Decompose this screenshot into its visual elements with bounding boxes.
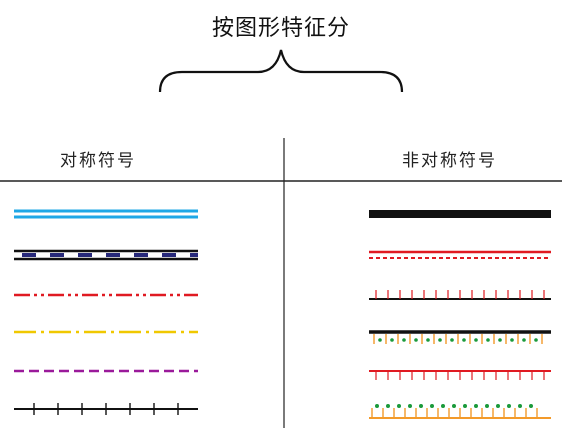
dot-mark [426,338,430,342]
dot-mark [486,338,490,342]
curly-brace [158,49,404,93]
dot-mark [430,404,434,408]
asymmetric-symbols-header: 非对称符号 [402,151,497,171]
dot-mark [496,404,500,408]
dot-mark [438,338,442,342]
dot-mark [510,338,514,342]
dot-mark [390,338,394,342]
dot-mark [402,338,406,342]
dot-mark [485,404,489,408]
dot-mark [397,404,401,408]
symbol-cyan-double-line [14,209,198,219]
symbol-black-double-line-navy-dashes [14,249,198,261]
dot-mark [378,338,382,342]
dot-mark [375,404,379,408]
dot-mark [408,404,412,408]
dot-mark [534,338,538,342]
dot-mark [474,404,478,408]
diagram-title: 按图形特征分 [211,16,350,41]
symbol-red-solid-over-dotted-line [369,250,551,259]
dot-mark [452,404,456,408]
dot-mark [518,404,522,408]
dot-mark [462,338,466,342]
dot-mark [450,338,454,342]
symmetric-symbols-header: 对称符号 [60,151,136,171]
dot-mark [441,404,445,408]
symbol-black-line-orange-ticks-green-dots [369,330,551,344]
symbol-black-line-red-upward-ticks [369,290,551,300]
dot-mark [507,404,511,408]
dot-mark [414,338,418,342]
dot-mark [419,404,423,408]
symbol-orange-brackets-green-dots [369,404,551,419]
symbol-black-line-crossing-ticks [14,403,198,415]
dot-mark [522,338,526,342]
dot-mark [529,404,533,408]
dot-mark [386,404,390,408]
symbol-red-line-downward-ticks [369,370,551,380]
dot-mark [474,338,478,342]
dot-mark [498,338,502,342]
dot-mark [463,404,467,408]
